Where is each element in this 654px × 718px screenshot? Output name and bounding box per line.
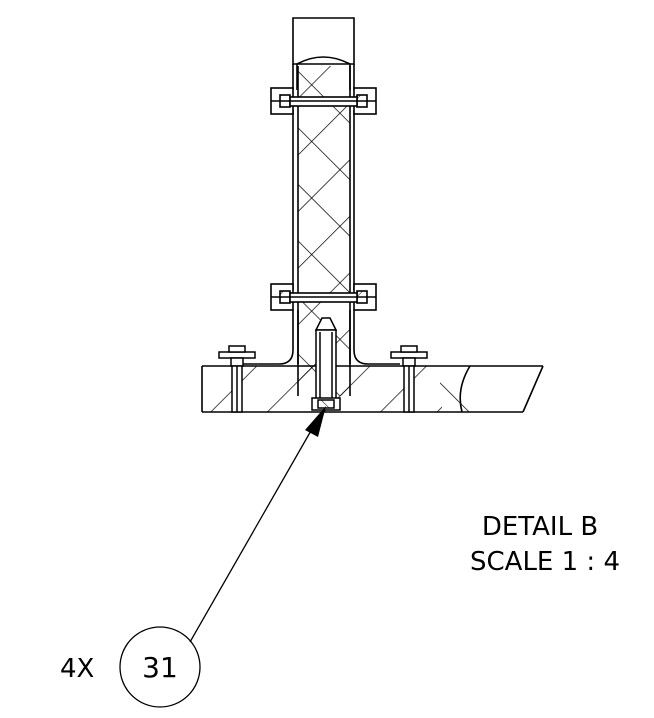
upper-clamp xyxy=(270,87,377,115)
left-bolt xyxy=(218,345,256,413)
detail-title: DETAIL B xyxy=(482,512,598,542)
quantity-label: 4X xyxy=(60,654,94,684)
ferrule-flange xyxy=(240,310,400,365)
lower-clamp xyxy=(270,283,377,311)
upper-tube xyxy=(292,17,355,90)
right-bolt xyxy=(390,345,428,413)
base-plate xyxy=(201,365,544,413)
item-balloon: 31 xyxy=(119,626,201,708)
item-number-label: 31 xyxy=(142,651,178,684)
leader-line xyxy=(189,406,326,643)
center-stud xyxy=(311,317,341,411)
detail-scale: SCALE 1 : 4 xyxy=(470,547,620,577)
